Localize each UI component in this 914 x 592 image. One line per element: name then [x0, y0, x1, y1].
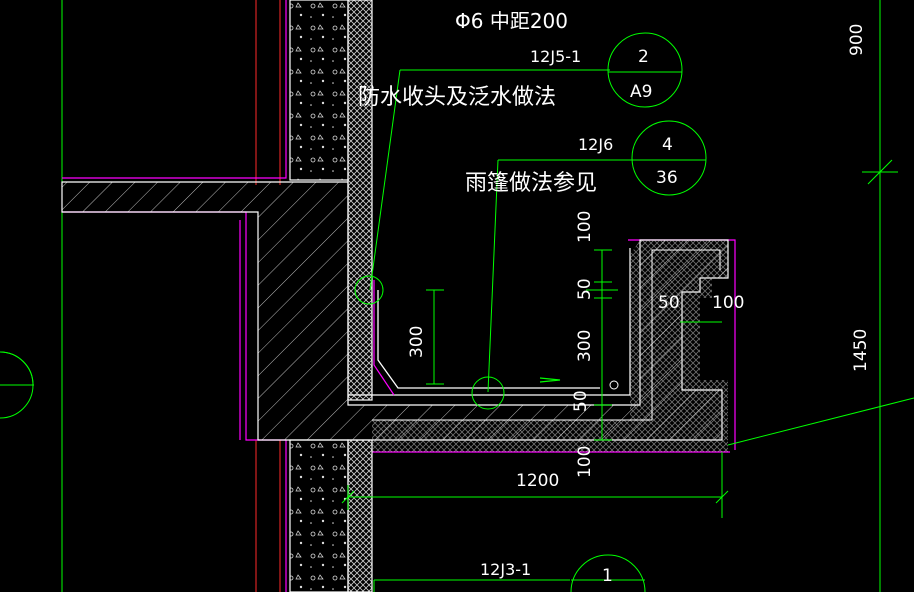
reference-top-3: 1	[602, 566, 613, 586]
dim-slope-300: 300	[407, 326, 427, 358]
axis-lines-red	[255, 0, 281, 592]
reference-callout-1	[607, 32, 683, 108]
drain-detail-marker	[471, 376, 505, 410]
dim-bottom-100: 100	[575, 446, 595, 478]
dim-right-top: 900	[847, 24, 867, 56]
insulation-strip-lower	[347, 439, 373, 592]
dim-upstand-300: 300	[575, 330, 595, 362]
upper-wall	[289, 0, 349, 181]
dimension-lines	[341, 249, 729, 518]
membrane-line	[377, 290, 600, 389]
canopy-finish-band	[372, 240, 728, 452]
reference-code-2: 12J6	[578, 135, 613, 154]
leader-lines	[369, 69, 914, 592]
drain-symbol	[609, 380, 619, 390]
reference-bottom-1: A9	[630, 82, 652, 102]
dim-width-100: 100	[712, 293, 744, 313]
reference-bottom-2: 36	[656, 168, 678, 188]
waterproof-detail-marker	[354, 275, 384, 305]
reference-code-1: 12J5-1	[530, 47, 581, 66]
rebar-annotation: Φ6 中距200	[455, 9, 568, 33]
insulation-strip-upper	[347, 0, 373, 401]
dim-upstand-50: 50	[575, 278, 595, 300]
dim-gap-50: 50	[658, 293, 680, 313]
dim-canopy-1200: 1200	[516, 471, 559, 491]
reference-top-2: 4	[662, 135, 673, 155]
dim-slab-100-top: 100	[575, 211, 595, 243]
right-dimension	[862, 0, 898, 592]
dim-right-mid: 1450	[851, 329, 871, 372]
concrete-slab	[61, 181, 729, 441]
reference-callout-3	[570, 554, 646, 592]
waterproof-note: 防水收头及泛水做法	[358, 85, 556, 110]
reference-top-1: 2	[638, 47, 649, 67]
dim-small-50: 50	[571, 390, 591, 412]
reference-code-3: 12J3-1	[480, 560, 531, 579]
canopy-note: 雨篷做法参见	[465, 171, 597, 196]
lower-wall	[289, 439, 349, 592]
left-outline	[0, 0, 63, 592]
reference-callout-2	[631, 120, 707, 196]
